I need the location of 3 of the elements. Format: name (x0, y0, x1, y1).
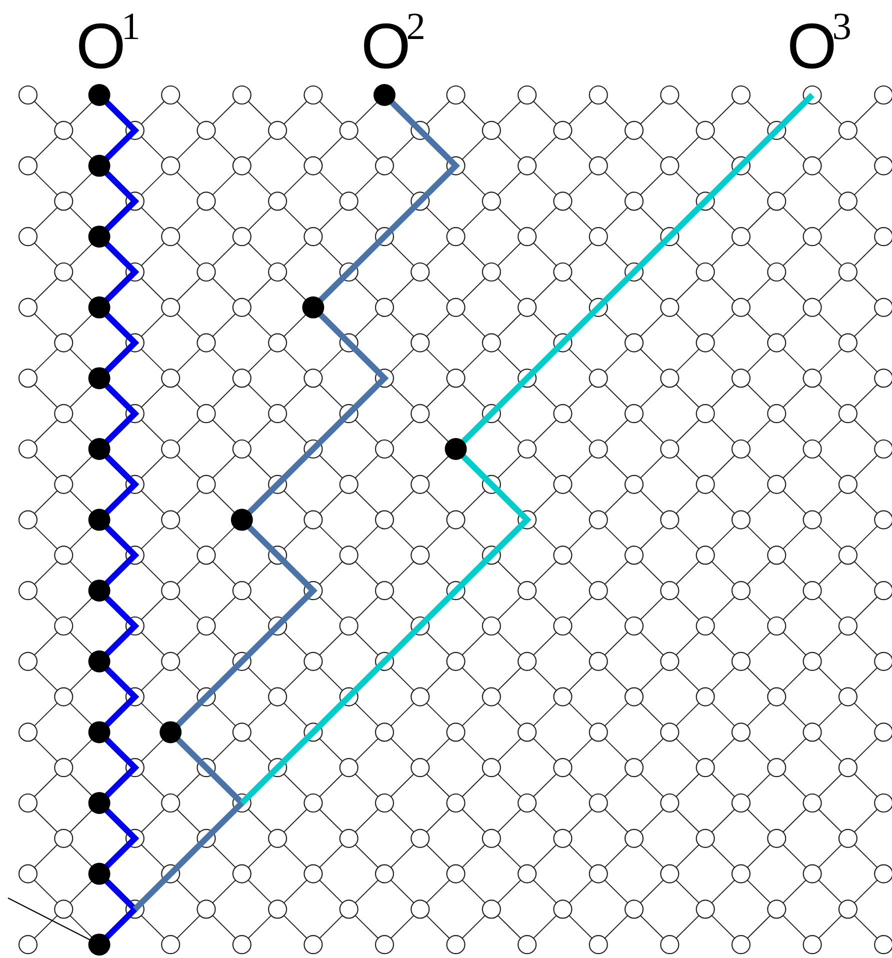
vertex-label: O$^{1}$ (76, 14, 140, 78)
vertex-label: O$^{3}$ (787, 14, 852, 78)
vertex-label: O$^{2}$ (361, 14, 426, 78)
